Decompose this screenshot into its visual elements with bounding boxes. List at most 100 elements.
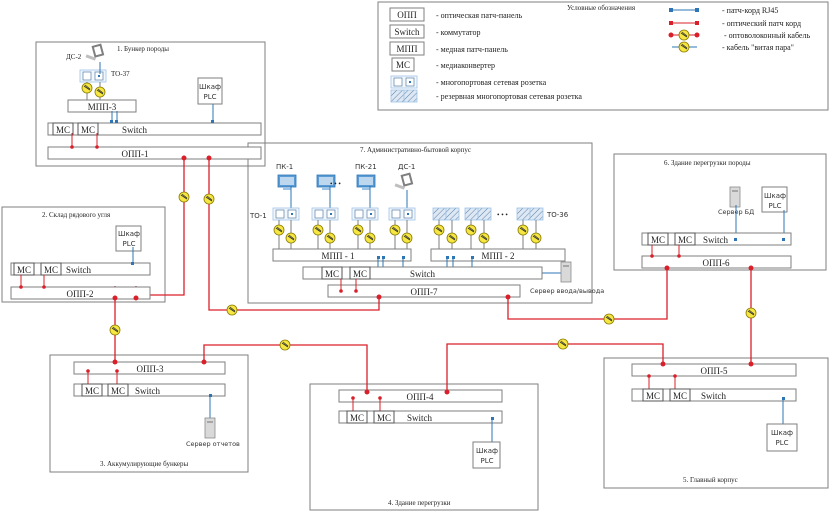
legend-title: Условные обозначения bbox=[567, 4, 636, 12]
plc-label: Шкаф bbox=[764, 192, 786, 200]
plc-cabinet bbox=[761, 186, 788, 213]
legend-twisted-text: - кабель "витая пара" bbox=[722, 43, 794, 52]
building-5: ОПП-5 МС МС Switch Шкаф PLC 5. Главный к… bbox=[631, 361, 798, 484]
building-7-title: 7. Административно-бытовой корпус bbox=[360, 146, 471, 154]
plc-label: PLC bbox=[480, 457, 493, 465]
building-3: ОПП-3 МС МС Switch Сервер отчетов 3. Акк… bbox=[73, 359, 240, 468]
legend-opp-label: ОПП bbox=[397, 10, 417, 20]
building-2: 2. Склад рядового угля Шкаф PLC МС МС Sw… bbox=[10, 211, 151, 301]
mc-label: МС bbox=[673, 391, 687, 401]
to-37-label: ТО-37 bbox=[111, 70, 130, 78]
plc-cabinet bbox=[766, 423, 798, 452]
server-icon bbox=[560, 261, 572, 283]
mc-label: МС bbox=[111, 386, 125, 396]
media-converter bbox=[13, 262, 35, 276]
building-6-frame bbox=[613, 153, 827, 271]
ds-1-label: ДС-1 bbox=[398, 163, 415, 171]
legend-mc-text: - медиаконвертер bbox=[436, 61, 495, 70]
media-converter bbox=[321, 266, 343, 280]
building-6: 6. Здание перегрузки породы Сервер БД Шк… bbox=[641, 159, 792, 271]
switch-label: Switch bbox=[135, 386, 161, 396]
legend-mc-symbol bbox=[391, 57, 415, 72]
twisted-pair-marker-icon bbox=[81, 82, 93, 94]
legend-switch-label: Switch bbox=[394, 27, 420, 37]
legend-rj45-text: - патч-корд RJ45 bbox=[722, 6, 778, 15]
switch-label: Switch bbox=[703, 235, 729, 245]
opp-6-label: ОПП-6 bbox=[703, 258, 730, 268]
ds-2-label: ДС-2 bbox=[66, 53, 82, 61]
mc-label: МС bbox=[678, 235, 692, 245]
outlet-icon bbox=[272, 207, 300, 221]
opp-1-label: ОПП-1 bbox=[122, 149, 149, 159]
legend-switch-text: - коммутатор bbox=[436, 28, 480, 37]
fiber-marker-icon bbox=[745, 307, 757, 319]
mc-label: МС bbox=[377, 413, 391, 423]
fiber-marker-icon bbox=[203, 193, 215, 205]
switch bbox=[47, 122, 262, 136]
plc-label: PLC bbox=[203, 93, 216, 101]
mc-label: МС bbox=[651, 235, 665, 245]
server-icon bbox=[729, 186, 741, 208]
reserve-outlet-icon bbox=[516, 207, 544, 221]
fiber-marker-icon bbox=[279, 339, 291, 351]
mpp-2-label: МПП - 2 bbox=[482, 251, 515, 261]
switch-label: Switch bbox=[407, 413, 433, 423]
pc-1-label: ПК-1 bbox=[276, 163, 293, 171]
mpp-3-panel bbox=[67, 99, 137, 113]
outlet-icon bbox=[79, 69, 107, 83]
building-2-title: 2. Склад рядового угля bbox=[42, 211, 111, 219]
mpp-2-panel bbox=[430, 248, 566, 262]
plc-label: Шкаф bbox=[476, 447, 498, 455]
opp-3-label: ОПП-3 bbox=[137, 364, 164, 374]
fiber-opp7-opp6 bbox=[507, 268, 668, 320]
building-1-frame bbox=[35, 41, 266, 167]
media-converter bbox=[642, 388, 664, 402]
media-converter bbox=[349, 266, 371, 280]
outlet-icon bbox=[351, 207, 379, 221]
ellipsis: • • • bbox=[497, 211, 508, 219]
legend-opp-symbol bbox=[389, 7, 425, 22]
legend-fiber-text: - оптоволоконный кабель bbox=[724, 31, 810, 40]
legend-mpp-symbol bbox=[389, 41, 425, 56]
plc-label: Шкаф bbox=[199, 83, 221, 91]
mpp-1-panel bbox=[272, 248, 412, 262]
building-4-title: 4. Здание перегрузки bbox=[388, 499, 451, 507]
mc-label: МС bbox=[646, 391, 660, 401]
building-3-title: 3. Аккумулирующие бункеры bbox=[100, 460, 189, 468]
twisted-pair-marker-icon bbox=[94, 86, 106, 98]
outlet-icon bbox=[311, 207, 339, 221]
legend-reserve-outlet-text: - резервная многопортовая сетевая розетк… bbox=[436, 92, 582, 101]
legend-frame bbox=[377, 1, 829, 111]
legend: Условные обозначения ОПП - оптическая па… bbox=[377, 1, 829, 111]
pc-21-label: ПК-21 bbox=[355, 163, 377, 171]
switch-label: Switch bbox=[701, 391, 727, 401]
rj45-patch-cord-icon bbox=[669, 8, 699, 12]
media-converter bbox=[52, 122, 74, 136]
mc-label: МС bbox=[350, 413, 364, 423]
mc-label: МС bbox=[325, 269, 339, 279]
opp-5-panel bbox=[631, 363, 797, 377]
building-5-title: 5. Главный корпус bbox=[683, 476, 738, 484]
building-4: ОПП-4 МС МС Switch Шкаф PLC 4. Здание пе… bbox=[338, 389, 503, 507]
server-icon bbox=[204, 417, 216, 439]
legend-mpp-label: МПП bbox=[396, 44, 418, 54]
optical-patch-cord-icon bbox=[669, 21, 699, 25]
plc-label: Шкаф bbox=[771, 429, 793, 437]
ds-terminal-icon bbox=[85, 43, 105, 61]
building-7: 7. Административно-бытовой корпус ПК-1 П… bbox=[249, 146, 604, 300]
plc-label: PLC bbox=[775, 439, 788, 447]
fiber-marker-icon bbox=[557, 338, 569, 350]
opp-1-panel bbox=[47, 146, 262, 160]
fiber-opp3-opp4 bbox=[203, 344, 368, 392]
reserve-outlet-icon bbox=[390, 89, 418, 103]
mc-label: МС bbox=[56, 125, 70, 135]
opp-4-label: ОПП-4 bbox=[407, 392, 434, 402]
outlet-icon bbox=[388, 207, 416, 221]
plc-cabinet bbox=[472, 441, 501, 469]
media-converter bbox=[647, 232, 669, 246]
building-2-frame bbox=[1, 206, 166, 303]
switch-label: Switch bbox=[122, 125, 148, 135]
media-converter bbox=[346, 410, 368, 424]
mc-label: МС bbox=[44, 265, 58, 275]
mc-label: МС bbox=[85, 386, 99, 396]
